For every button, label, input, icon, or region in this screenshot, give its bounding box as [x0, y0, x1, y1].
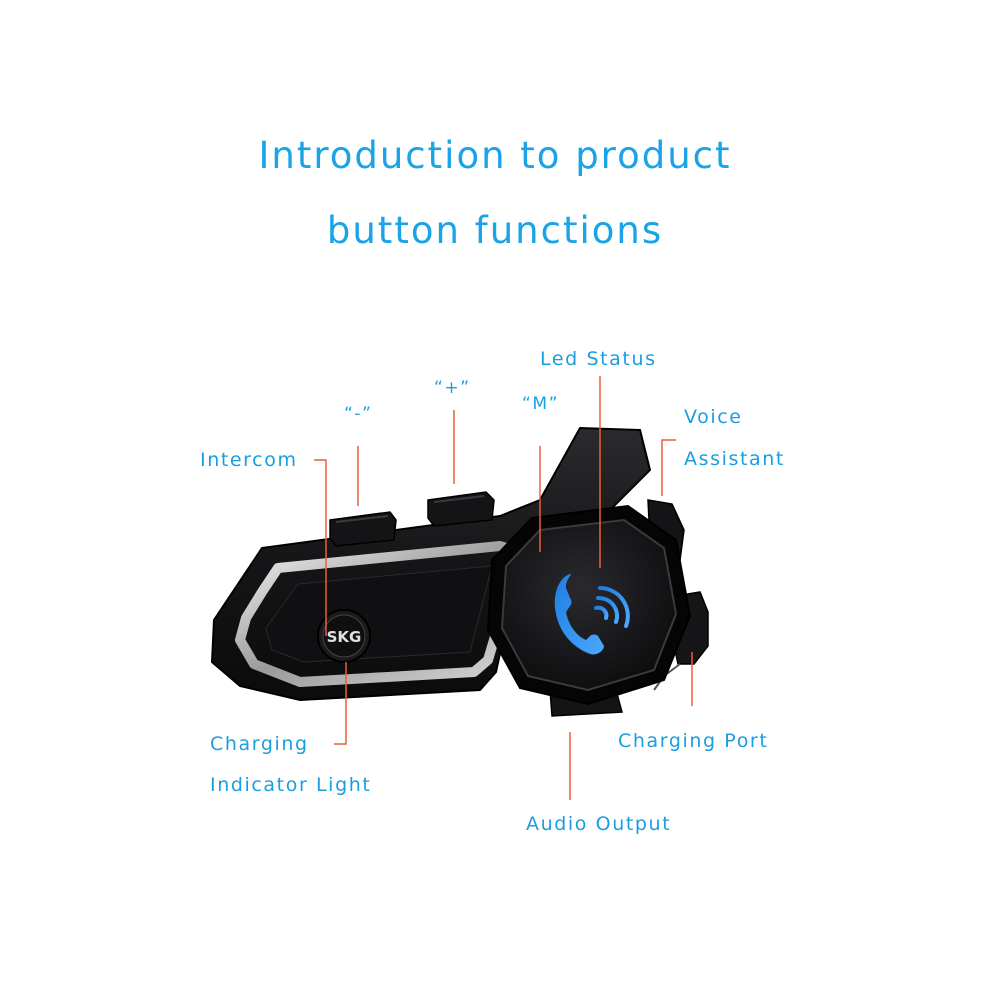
title-line-1: Introduction to product — [258, 134, 732, 177]
logo-text: SKG — [327, 628, 362, 646]
intercom-label: Intercom — [200, 449, 298, 471]
leader-lines — [314, 376, 693, 800]
charging-indicator-label-line2: Indicator Light — [210, 774, 372, 796]
minus-button[interactable] — [329, 511, 397, 547]
led-status-label: Led Status — [540, 348, 657, 370]
plus-button[interactable] — [427, 491, 495, 527]
minus-label: “-” — [344, 404, 373, 424]
intercom-logo-button[interactable]: SKG — [317, 609, 371, 663]
audio-output-label: Audio Output — [526, 813, 672, 835]
m-label: “M” — [522, 394, 560, 414]
title-line-2: button functions — [326, 209, 664, 252]
voice-label-line2: Assistant — [684, 448, 785, 470]
voice-label-line1: Voice — [684, 406, 743, 428]
front-face — [486, 504, 692, 706]
charging-indicator-label-line1: Charging — [210, 733, 309, 755]
charging-port-label: Charging Port — [618, 730, 769, 752]
phone-handset-icon — [554, 573, 630, 655]
plus-label: “+” — [434, 378, 471, 398]
